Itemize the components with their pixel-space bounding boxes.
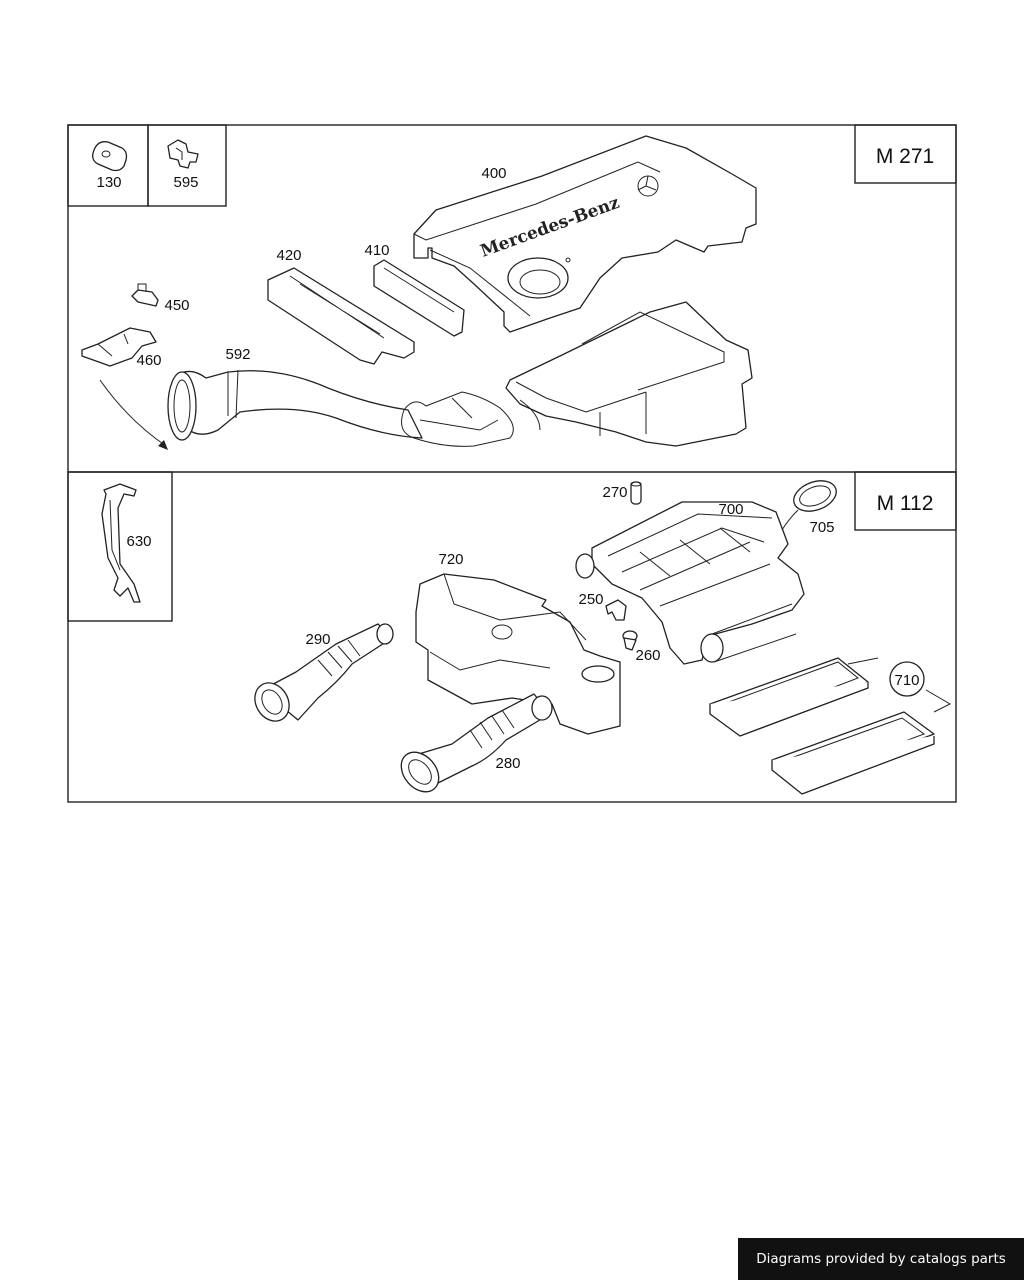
label-595: 595 bbox=[173, 174, 198, 191]
part-260-grommet bbox=[622, 630, 638, 651]
inset-box-630 bbox=[67, 471, 173, 622]
label-290: 290 bbox=[305, 631, 330, 648]
part-450-clip bbox=[131, 283, 159, 307]
engine-code-top: M 271 bbox=[876, 145, 934, 168]
part-630-bracket bbox=[101, 483, 141, 603]
label-280: 280 bbox=[495, 755, 520, 772]
part-130-clip bbox=[92, 141, 128, 172]
label-710: 710 bbox=[894, 672, 919, 689]
engine-code-box-top bbox=[854, 124, 957, 184]
part-460-bracket bbox=[81, 327, 157, 367]
label-720: 720 bbox=[438, 551, 463, 568]
part-400-engine-cover: Mercedes-Benz bbox=[413, 135, 757, 333]
part-710-filters bbox=[709, 657, 935, 795]
part-705-ring bbox=[793, 480, 837, 512]
label-592: 592 bbox=[225, 346, 250, 363]
part-700-filter-housing bbox=[575, 501, 805, 665]
part-290-hose bbox=[254, 623, 394, 722]
arrow-460 bbox=[99, 379, 167, 447]
inset-box-595 bbox=[147, 124, 227, 207]
label-630: 630 bbox=[126, 533, 151, 550]
arrow-705 bbox=[781, 509, 799, 531]
part-720-airbox bbox=[415, 573, 621, 735]
arrow-460-head bbox=[158, 440, 168, 450]
part-250-clip bbox=[605, 599, 627, 621]
circle-710 bbox=[889, 661, 925, 697]
engine-code-box-bottom bbox=[854, 471, 957, 531]
part-410-seal bbox=[373, 259, 465, 337]
part-592-duct bbox=[167, 369, 514, 447]
label-700: 700 bbox=[718, 501, 743, 518]
label-460: 460 bbox=[136, 352, 161, 369]
part-270-pin bbox=[630, 481, 642, 505]
engine-code-bottom: M 112 bbox=[877, 492, 934, 515]
credit-banner: Diagrams provided by catalogs parts bbox=[738, 1238, 1024, 1280]
label-705: 705 bbox=[809, 519, 834, 536]
part-595-clip bbox=[167, 139, 199, 169]
label-250: 250 bbox=[578, 591, 603, 608]
leader-710 bbox=[847, 657, 952, 713]
label-260: 260 bbox=[635, 647, 660, 664]
label-130: 130 bbox=[96, 174, 121, 191]
part-280-hose bbox=[400, 693, 553, 793]
label-410: 410 bbox=[364, 242, 389, 259]
label-420: 420 bbox=[276, 247, 301, 264]
part-420-tray bbox=[267, 267, 415, 365]
diagram-frame bbox=[67, 124, 957, 803]
label-270: 270 bbox=[602, 484, 627, 501]
engine-airbox-silhouette bbox=[505, 301, 753, 447]
label-450: 450 bbox=[164, 297, 189, 314]
label-400: 400 bbox=[481, 165, 506, 182]
